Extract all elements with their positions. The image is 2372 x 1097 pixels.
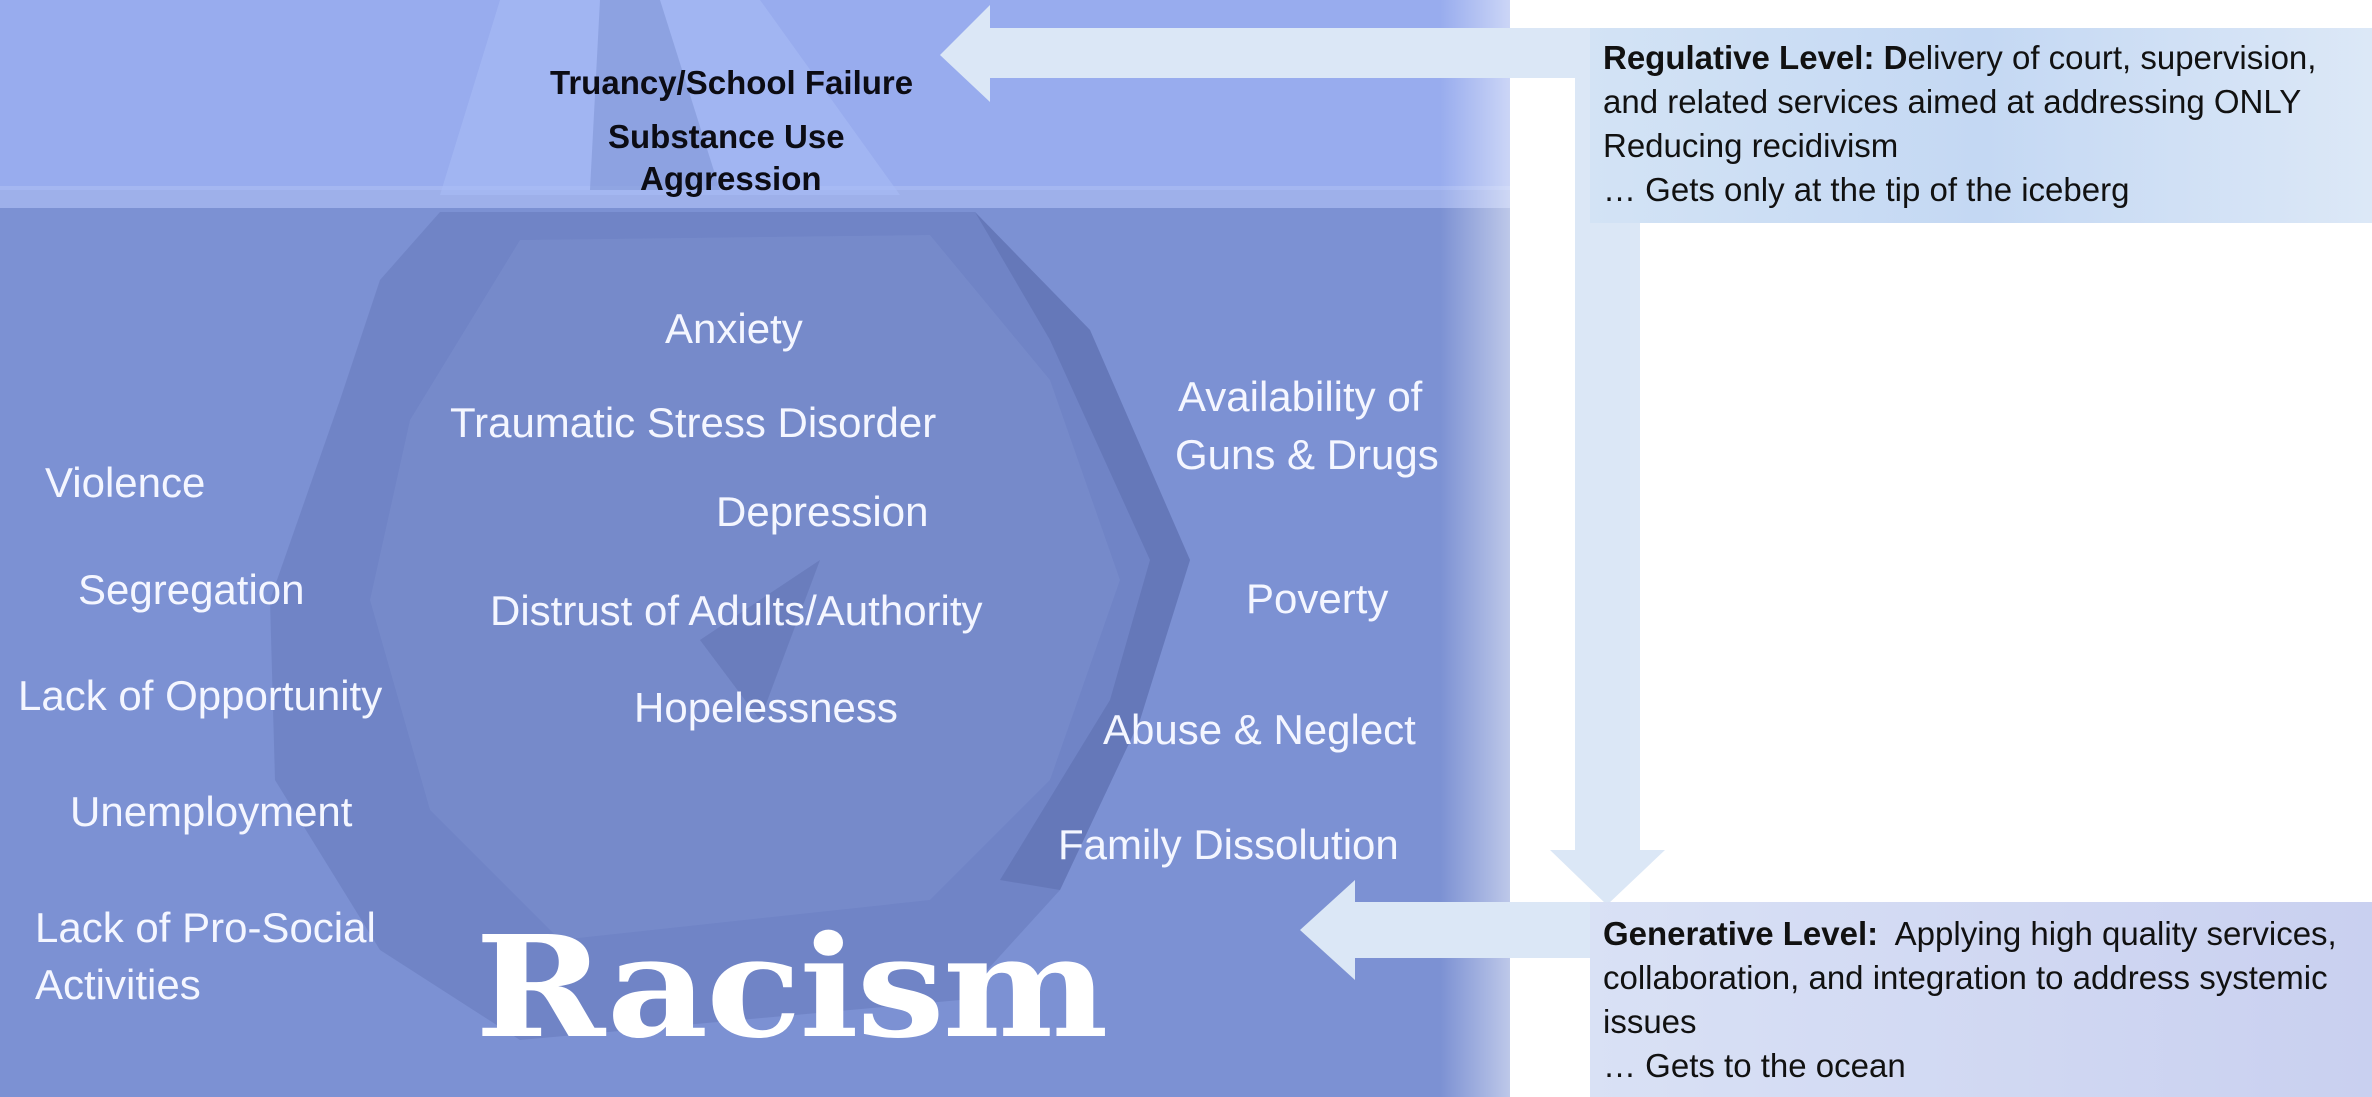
iceberg-inner-facet bbox=[370, 235, 1120, 940]
left-label-violence: Violence bbox=[45, 459, 206, 506]
regulative-arrow bbox=[940, 5, 1590, 102]
inner-label-distrust: Distrust of Adults/Authority bbox=[490, 587, 983, 634]
right-label-family-dissolution: Family Dissolution bbox=[1058, 821, 1399, 868]
left-label-segregation: Segregation bbox=[78, 566, 305, 613]
right-label-availability-2: Guns & Drugs bbox=[1175, 431, 1439, 478]
tip-label-substance-use: Substance Use bbox=[608, 118, 845, 155]
iceberg-crack bbox=[700, 560, 820, 720]
water-surface bbox=[0, 186, 1510, 208]
tip-label-aggression: Aggression bbox=[640, 160, 822, 197]
left-label-unemployment: Unemployment bbox=[70, 788, 353, 835]
connector-arrow bbox=[1550, 78, 1665, 905]
generative-box bbox=[1590, 902, 2372, 1097]
regulative-line-1: elivery of court, supervision, bbox=[1907, 39, 2317, 76]
right-label-poverty: Poverty bbox=[1246, 575, 1389, 622]
right-label-abuse-neglect: Abuse & Neglect bbox=[1103, 706, 1416, 753]
left-label-pro-social-2: Activities bbox=[35, 961, 201, 1008]
generative-line-1: Applying high quality services, bbox=[1878, 915, 2337, 952]
iceberg-shadow-edge bbox=[975, 212, 1190, 890]
regulative-line-3: Reducing recidivism bbox=[1603, 127, 1899, 164]
generative-line-2: collaboration, and integration to addres… bbox=[1603, 959, 2328, 996]
left-label-pro-social-1: Lack of Pro-Social bbox=[35, 904, 376, 951]
generative-title: Generative Level: bbox=[1603, 915, 1879, 952]
inner-label-hopelessness: Hopelessness bbox=[634, 684, 898, 731]
iceberg-tip-shadow bbox=[590, 0, 720, 190]
inner-label-traumatic-stress: Traumatic Stress Disorder bbox=[450, 399, 937, 446]
generative-text: Generative Level: Applying high quality … bbox=[1603, 912, 2337, 1088]
regulative-line-2: and related services aimed at addressing… bbox=[1603, 83, 2302, 120]
generative-arrow bbox=[1300, 880, 1600, 980]
regulative-title: Regulative Level: D bbox=[1603, 39, 1908, 76]
generative-line-4: … Gets to the ocean bbox=[1603, 1047, 1906, 1084]
right-label-availability-1: Availability of bbox=[1178, 373, 1423, 420]
tip-label-truancy: Truancy/School Failure bbox=[550, 64, 914, 101]
regulative-box bbox=[1590, 28, 2372, 223]
inner-label-anxiety: Anxiety bbox=[665, 305, 803, 352]
generative-line-3: issues bbox=[1603, 1003, 1697, 1040]
regulative-text: Regulative Level: Delivery of court, sup… bbox=[1603, 36, 2316, 212]
base-label-racism: Racism bbox=[475, 906, 1109, 1070]
regulative-line-4: … Gets only at the tip of the iceberg bbox=[1603, 171, 2130, 208]
inner-label-depression: Depression bbox=[716, 488, 929, 535]
left-label-lack-of-opportunity: Lack of Opportunity bbox=[18, 672, 383, 719]
